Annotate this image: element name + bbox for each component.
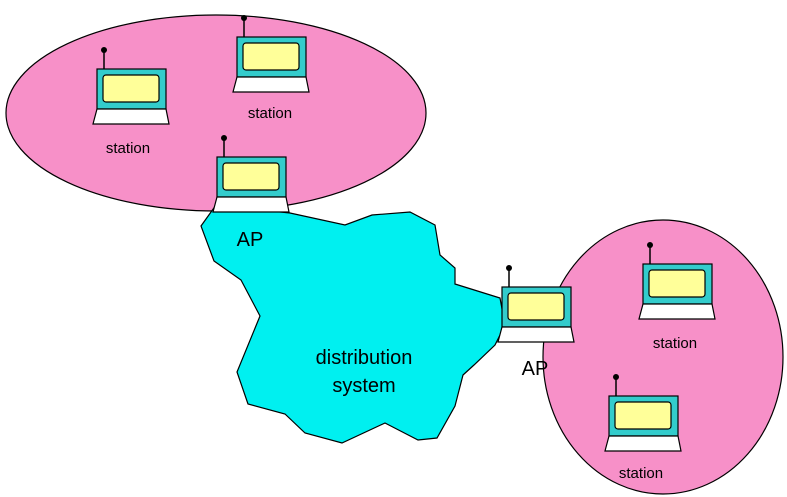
distribution-system-label-line1: distribution xyxy=(316,347,413,369)
station-label: station xyxy=(653,335,697,352)
station-label: station xyxy=(106,140,150,157)
distribution-system-cloud xyxy=(200,204,506,444)
bss-left-ellipse xyxy=(5,14,427,212)
access-point-label: AP xyxy=(522,358,549,380)
station-label: station xyxy=(619,465,663,482)
station-label: station xyxy=(248,105,292,122)
distribution-system-label-line2: system xyxy=(332,375,395,397)
bss-right-ellipse xyxy=(542,219,784,495)
access-point-label: AP xyxy=(237,229,264,251)
access-point-laptop-icon xyxy=(497,264,575,343)
